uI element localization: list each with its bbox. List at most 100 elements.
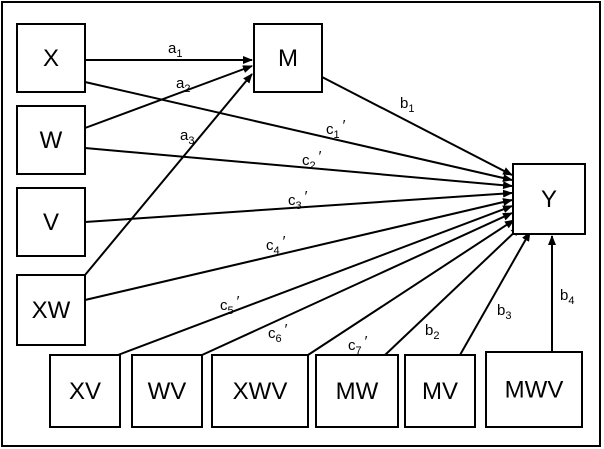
edge-label-prime: ′ (237, 293, 240, 310)
edge-label-subscript: 3 (505, 310, 511, 322)
edge-label-b1: b1 (400, 95, 414, 115)
edge-label-base: b (497, 302, 505, 319)
node-box (211, 354, 309, 428)
edge-c1p-arrow (84, 81, 513, 182)
edge-label-subscript: 1 (176, 48, 182, 60)
node-x: X (16, 23, 86, 93)
node-label: MWV (505, 377, 564, 404)
edge-label-c4p: c4′ (266, 233, 286, 257)
edge-c5p-arrow (117, 205, 513, 356)
edge-label-a2: a2 (176, 75, 190, 95)
edge-label-b2: b2 (425, 322, 439, 342)
edge-label-c2p: c2′ (302, 148, 322, 172)
node-box (49, 354, 121, 428)
edge-label-a1: a1 (168, 40, 182, 60)
edge-a2-arrow (84, 65, 253, 129)
edge-label-subscript: 4 (568, 295, 574, 307)
edge-label-subscript: 2 (433, 330, 439, 342)
node-wv: WV (131, 354, 203, 428)
node-box (315, 354, 399, 428)
node-mwv: MWV (485, 351, 583, 428)
edge-label-base: c (220, 297, 228, 314)
node-w: W (16, 105, 86, 175)
node-label: XWV (233, 378, 288, 405)
node-box (16, 187, 86, 257)
node-label: Y (541, 186, 557, 213)
node-m: M (253, 23, 323, 93)
node-xv: XV (49, 354, 121, 428)
edge-label-subscript: 6 (276, 333, 282, 345)
node-xw: XW (16, 274, 86, 346)
edge-label-subscript: 1 (408, 103, 414, 115)
edge-label-prime: ′ (305, 188, 308, 205)
node-label: XW (32, 297, 71, 324)
node-label: V (43, 209, 59, 236)
edge-label-prime: ′ (285, 321, 288, 338)
node-label: WV (148, 378, 187, 405)
edge-label-base: c (302, 152, 310, 169)
node-box (16, 23, 86, 93)
edge-label-base: b (425, 322, 433, 339)
node-box (404, 354, 476, 428)
node-box (131, 354, 203, 428)
node-xwv: XWV (211, 354, 309, 428)
edge-label-c1p: c1′ (326, 117, 346, 141)
edge-label-b4: b4 (560, 287, 574, 307)
edge-label-base: a (180, 127, 189, 144)
edge-b2-arrow (384, 226, 521, 356)
edge-label-subscript: 5 (228, 305, 234, 317)
node-box (512, 163, 586, 235)
edge-c2p-arrow (84, 147, 513, 190)
edge-label-base: c (288, 192, 296, 209)
edge-label-prime: ′ (365, 333, 368, 350)
edges-layer (84, 56, 556, 356)
edge-label-prime: ′ (343, 117, 346, 134)
edge-c4p-arrow (84, 198, 513, 301)
edge-label-subscript: 1 (334, 129, 340, 141)
edge-c6p-arrow (201, 212, 513, 356)
edge-b1-arrow (321, 76, 513, 176)
edge-label-b3: b3 (497, 302, 511, 322)
edge-label-base: c (326, 121, 334, 138)
edge-b3-arrow (459, 231, 531, 356)
node-label: X (43, 45, 59, 72)
node-label: MV (422, 378, 458, 405)
edge-label-c6p: c6′ (268, 321, 288, 345)
edge-label-subscript: 2 (310, 160, 316, 172)
edge-label-c5p: c5′ (220, 293, 240, 317)
node-label: W (40, 127, 63, 154)
edge-label-c3p: c3′ (288, 188, 308, 212)
node-label: MW (336, 378, 379, 405)
edge-label-base: c (268, 325, 276, 342)
edge-label-subscript: 3 (188, 135, 194, 147)
node-box (16, 274, 86, 346)
edge-label-base: a (168, 40, 177, 57)
node-box (253, 23, 323, 93)
edge-c7p-arrow (307, 219, 515, 356)
edge-label-subscript: 2 (184, 83, 190, 95)
edge-label-base: b (400, 95, 408, 112)
edge-label-base: c (266, 237, 274, 254)
node-mw: MW (315, 354, 399, 428)
node-y: Y (512, 163, 586, 235)
edge-c3p-arrow (84, 189, 513, 223)
node-mv: MV (404, 354, 476, 428)
node-box (485, 351, 583, 428)
edge-label-base: b (560, 287, 568, 304)
edge-label-prime: ′ (319, 148, 322, 165)
edge-a3-arrow (84, 73, 253, 276)
edge-label-base: a (176, 75, 185, 92)
node-v: V (16, 187, 86, 257)
node-label: XV (69, 378, 101, 405)
node-label: M (278, 45, 298, 72)
edge-label-base: c (348, 337, 356, 354)
edge-label-subscript: 7 (356, 345, 362, 357)
node-box (16, 105, 86, 175)
edge-label-subscript: 4 (274, 245, 280, 257)
edge-label-a3: a3 (180, 127, 194, 147)
edge-label-c7p: c7′ (348, 333, 368, 357)
